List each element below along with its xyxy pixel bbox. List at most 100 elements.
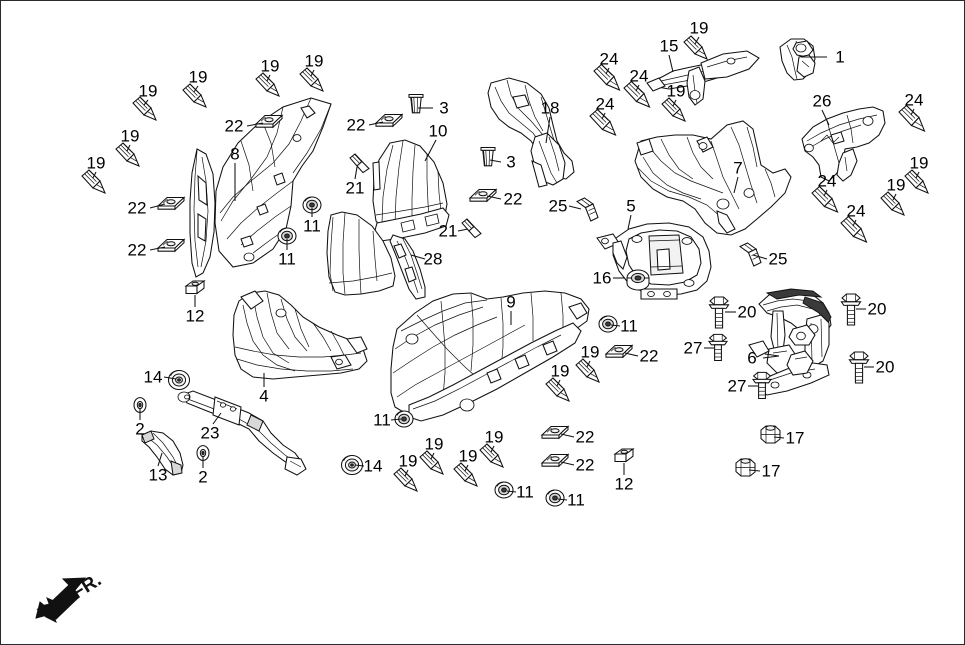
callout-number-1: 1 <box>835 47 845 67</box>
leader-line-24 <box>605 67 610 75</box>
callout-number-11: 11 <box>516 482 534 502</box>
front-direction-arrow <box>35 577 87 624</box>
leader-line-7 <box>733 176 739 194</box>
callout-number-11: 11 <box>278 249 296 269</box>
callout-number-12: 12 <box>614 474 634 494</box>
leader-line-22 <box>149 203 166 209</box>
callout-number-3: 3 <box>439 98 449 118</box>
leader-line-15 <box>668 54 674 73</box>
part-9-right-side-cowl <box>390 290 590 422</box>
callout-number-19: 19 <box>666 81 686 101</box>
pan-head-bolt-25 <box>576 197 599 222</box>
part-1-mirror-mount-bracket <box>779 38 816 81</box>
leader-line-24 <box>852 219 857 227</box>
callout-number-28: 28 <box>423 249 443 269</box>
flange-nut-17 <box>735 458 756 477</box>
trim-screw-19 <box>453 462 478 487</box>
leader-line-25 <box>752 254 768 260</box>
callout-number-25: 25 <box>548 196 568 216</box>
leader-line-19 <box>266 74 271 82</box>
part-6-rear-mount-bracket <box>748 288 832 396</box>
leader-line-19 <box>586 360 591 368</box>
leader-line-19 <box>556 379 561 387</box>
callout-number-19: 19 <box>886 175 906 195</box>
trim-screw-19 <box>880 191 905 216</box>
shoulder-screw-21 <box>349 153 370 174</box>
leader-line-3 <box>489 159 502 163</box>
leader-lines <box>92 36 920 501</box>
callout-number-22: 22 <box>575 427 595 447</box>
leader-line-19 <box>92 171 97 179</box>
leader-line-11 <box>390 418 402 421</box>
leader-line-19 <box>915 171 920 179</box>
speed-clip-22 <box>541 453 569 467</box>
callout-number-19: 19 <box>689 18 709 38</box>
leader-line-22 <box>560 461 575 466</box>
callout-number-8: 8 <box>230 144 240 164</box>
callout-number-20: 20 <box>875 357 895 377</box>
leader-line-19 <box>672 99 677 107</box>
callout-number-26: 26 <box>812 91 832 111</box>
part-28-windscreen-lower-trim <box>326 211 426 300</box>
rubber-grommet-11 <box>598 315 618 333</box>
leader-line-18 <box>545 116 551 144</box>
clip-nut-12 <box>185 280 205 295</box>
callout-number-24: 24 <box>629 66 649 86</box>
trim-screw-19 <box>393 467 418 492</box>
leader-line-17 <box>748 469 761 472</box>
trim-screw-19 <box>299 67 324 92</box>
leader-line-6 <box>762 355 780 359</box>
leader-line-19 <box>430 452 435 460</box>
leader-line-24 <box>910 108 915 116</box>
callout-number-11: 11 <box>303 216 321 236</box>
callout-number-14: 14 <box>143 367 163 387</box>
pan-head-bolt-25 <box>739 242 762 267</box>
callout-number-3: 3 <box>506 152 516 172</box>
trim-screw-19 <box>661 97 686 122</box>
callout-number-12: 12 <box>185 306 205 326</box>
speed-clip-22 <box>605 344 633 358</box>
speed-clip-22 <box>375 113 403 127</box>
rubber-grommet-11 <box>494 481 514 499</box>
callout-number-4: 4 <box>259 386 269 406</box>
part-10-windscreen <box>372 139 450 242</box>
leader-line-22 <box>246 122 264 127</box>
leader-line-19 <box>193 85 199 93</box>
callout-number-11: 11 <box>620 316 638 336</box>
callout-number-17: 17 <box>785 428 805 448</box>
trim-screw-19 <box>182 83 207 108</box>
callout-number-24: 24 <box>599 49 619 69</box>
callout-number-22: 22 <box>639 346 659 366</box>
leader-line-24 <box>635 84 640 92</box>
callout-number-22: 22 <box>127 240 147 260</box>
callout-number-19: 19 <box>484 427 504 447</box>
part-4-front-headlight-cowl <box>232 290 368 380</box>
trim-screw-19 <box>545 377 570 402</box>
plastic-rivet-3 <box>408 93 424 114</box>
callout-number-24: 24 <box>817 171 837 191</box>
leader-line-5 <box>627 214 632 230</box>
plastic-rivet-3 <box>480 146 496 167</box>
part-26-right-inner-bracket <box>801 106 886 182</box>
leader-line-23 <box>212 412 222 425</box>
leader-line-17 <box>773 436 785 439</box>
clip-nut-12 <box>614 448 634 463</box>
part-13-small-trim-cover <box>141 430 184 476</box>
callout-number-21: 21 <box>438 221 458 241</box>
leader-line-11 <box>610 324 621 327</box>
callout-number-19: 19 <box>909 153 929 173</box>
rubber-grommet-11 <box>545 489 565 507</box>
callout-number-27: 27 <box>727 376 747 396</box>
leader-line-19 <box>464 464 469 472</box>
trim-screw-19 <box>81 169 106 194</box>
callout-number-19: 19 <box>458 446 478 466</box>
callout-number-19: 19 <box>580 342 600 362</box>
leader-line-14 <box>163 376 177 380</box>
leader-line-19 <box>404 469 409 477</box>
part-5-instrument-bracket <box>596 222 712 300</box>
callout-number-19: 19 <box>120 126 140 146</box>
leader-line-24 <box>823 189 828 197</box>
callout-number-9: 9 <box>506 292 516 312</box>
